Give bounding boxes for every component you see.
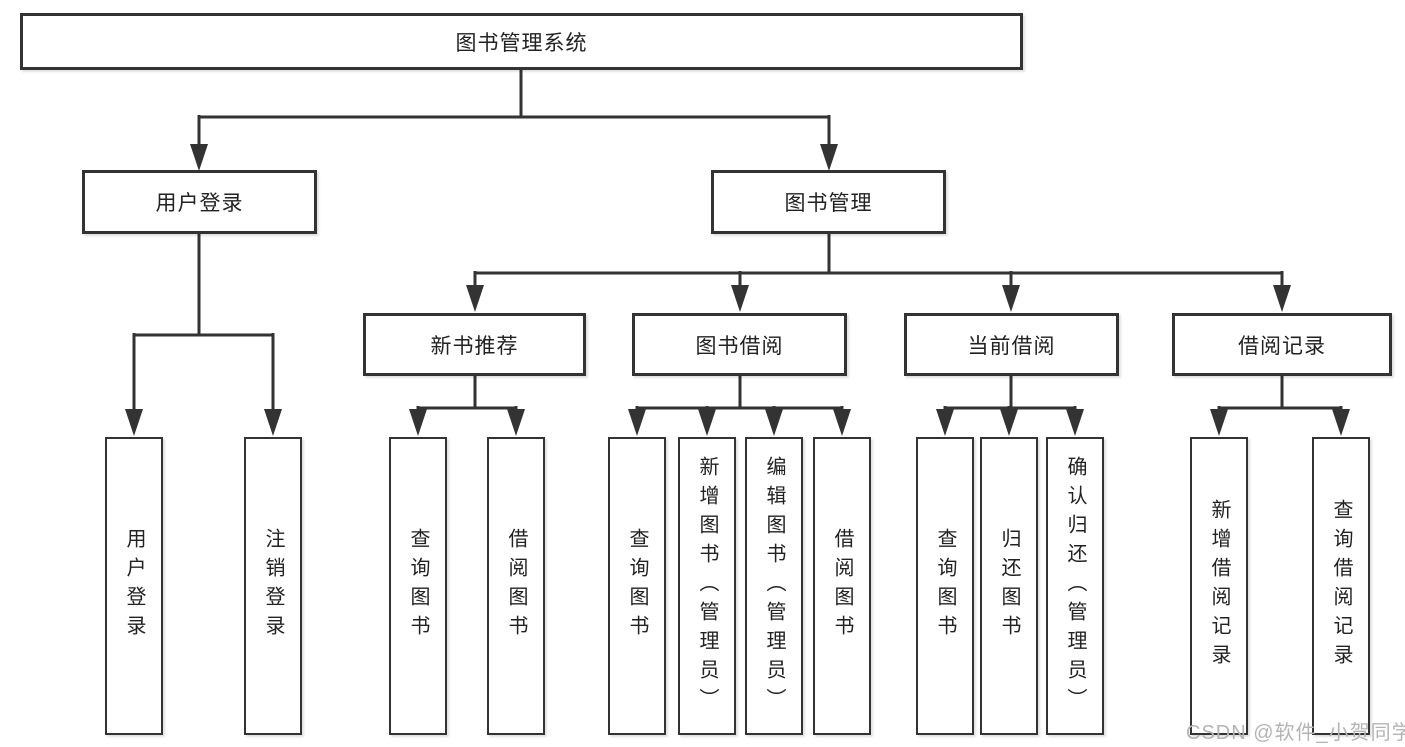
node-label: 借阅记录: [1238, 334, 1326, 358]
connector-book-management-children: [466, 234, 1291, 312]
node-borrowing-records: 借阅记录: [1172, 313, 1392, 376]
leaf-label: 编辑图书（管理员）: [763, 455, 785, 717]
leaf-label: 查询图书: [626, 528, 648, 644]
connector-new-book-children: [409, 376, 525, 436]
leaf-label: 查询图书: [934, 528, 956, 644]
leaf-label: 新增图书（管理员）: [696, 455, 718, 717]
node-new-book-recommendation: 新书推荐: [363, 313, 586, 376]
leaf-recommend-query-book: 查询图书: [389, 437, 447, 735]
node-label: 图书管理: [784, 192, 873, 215]
node-library-management-system: 图书管理系统: [20, 13, 1023, 70]
node-book-management: 图书管理: [711, 170, 946, 234]
leaf-user-login: 用户登录: [105, 437, 163, 735]
node-label: 新书推荐: [430, 334, 519, 358]
leaf-record-add-borrow-record: 新增借阅记录: [1190, 437, 1248, 735]
leaf-recommend-borrow-book: 借阅图书: [487, 437, 545, 735]
leaf-current-query-book: 查询图书: [916, 437, 974, 735]
leaf-label: 查询图书: [407, 528, 429, 644]
leaf-label: 归还图书: [998, 528, 1020, 644]
leaf-label: 借阅图书: [831, 528, 853, 644]
connector-book-borrow-children: [628, 376, 851, 436]
leaf-current-confirm-return-admin: 确认归还（管理员）: [1046, 437, 1104, 735]
leaf-label: 借阅图书: [505, 528, 527, 644]
leaf-borrow-borrow-book: 借阅图书: [813, 437, 871, 735]
csdn-watermark: CSDN @软件_小贺同学: [1186, 722, 1405, 744]
node-label: 图书管理系统: [455, 31, 588, 55]
node-book-borrowing: 图书借阅: [632, 313, 847, 376]
leaf-label: 用户登录: [123, 528, 145, 644]
node-current-borrowing: 当前借阅: [904, 313, 1119, 376]
leaf-label: 查询借阅记录: [1330, 499, 1352, 673]
node-label: 用户登录: [155, 192, 244, 215]
leaf-record-query-borrow-record: 查询借阅记录: [1312, 437, 1370, 735]
leaf-logout: 注销登录: [244, 437, 302, 735]
node-label: 当前借阅: [967, 334, 1056, 358]
connector-borrow-records-children: [1210, 376, 1350, 436]
leaf-label: 确认归还（管理员）: [1064, 455, 1086, 717]
node-label: 图书借阅: [695, 334, 784, 358]
node-user-login: 用户登录: [82, 170, 317, 234]
leaf-current-return-book: 归还图书: [980, 437, 1038, 735]
leaf-borrow-query-book: 查询图书: [608, 437, 666, 735]
leaf-label: 新增借阅记录: [1208, 499, 1230, 673]
connector-user-login-children: [125, 234, 282, 436]
leaf-borrow-edit-book-admin: 编辑图书（管理员）: [745, 437, 803, 735]
connector-root-to-level2: [190, 70, 838, 171]
leaf-label: 注销登录: [262, 528, 284, 644]
leaf-borrow-add-book-admin: 新增图书（管理员）: [678, 437, 736, 735]
connector-current-borrow-children: [936, 376, 1084, 436]
